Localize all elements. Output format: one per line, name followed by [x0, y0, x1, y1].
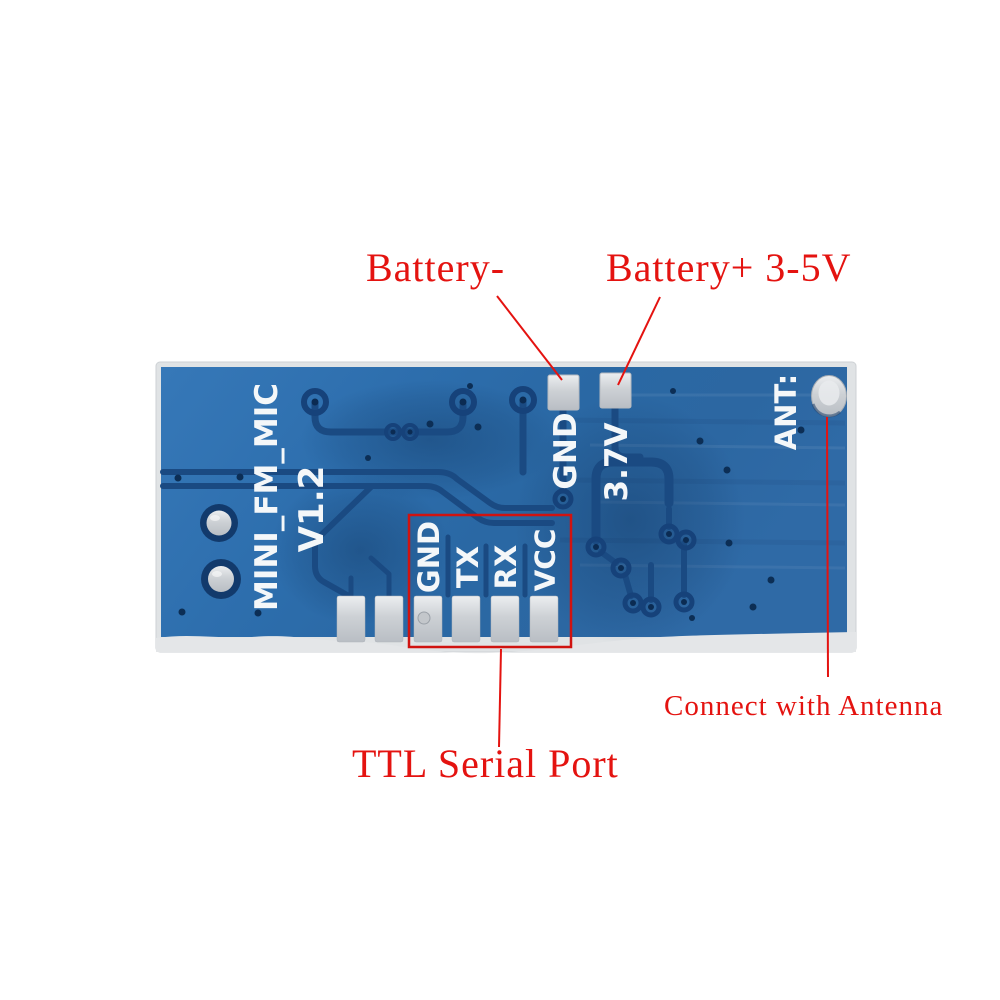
silkscreen-ant: ANT:	[769, 374, 803, 451]
annotation-overlay	[407, 295, 829, 748]
silkscreen-battery-pos: 3.7V	[599, 423, 635, 502]
silkscreen-labels: MINI_FM_MIC V1.2 GND 3.7V ANT: GND TX RX…	[249, 374, 803, 611]
silkscreen-battery-neg: GND	[548, 412, 584, 489]
silkscreen-model: MINI_FM_MIC	[249, 383, 285, 611]
pcb-ring-vias	[301, 386, 697, 618]
silkscreen-version: V1.2	[292, 466, 332, 553]
serial-port-pointer-line	[498, 648, 502, 748]
antenna-annotation: Connect with Antenna	[664, 690, 944, 722]
battery-negative-pad	[547, 374, 580, 411]
silkscreen-pin-tx: TX	[451, 546, 485, 588]
silkscreen-pin-rx: RX	[489, 545, 523, 590]
serial-port-pads	[336, 595, 559, 643]
antenna-pointer-line	[826, 416, 829, 678]
through-hole-pads	[200, 504, 241, 599]
silkscreen-pin-gnd: GND	[412, 521, 446, 593]
serial-port-highlight-box	[407, 513, 573, 649]
battery-pads	[547, 372, 632, 411]
pcb-bottom-rough-edge	[156, 632, 856, 654]
battery-minus-annotation: Battery-	[366, 245, 506, 290]
battery-positive-pad	[599, 372, 632, 409]
antenna-pad	[811, 375, 847, 418]
battery-plus-annotation: Battery+ 3-5V	[606, 245, 852, 290]
serial-port-annotation: TTL Serial Port	[352, 741, 619, 786]
battery-plus-pointer-line	[617, 296, 661, 386]
battery-minus-pointer-line	[496, 295, 563, 381]
silkscreen-pin-vcc: VCC	[529, 529, 562, 592]
